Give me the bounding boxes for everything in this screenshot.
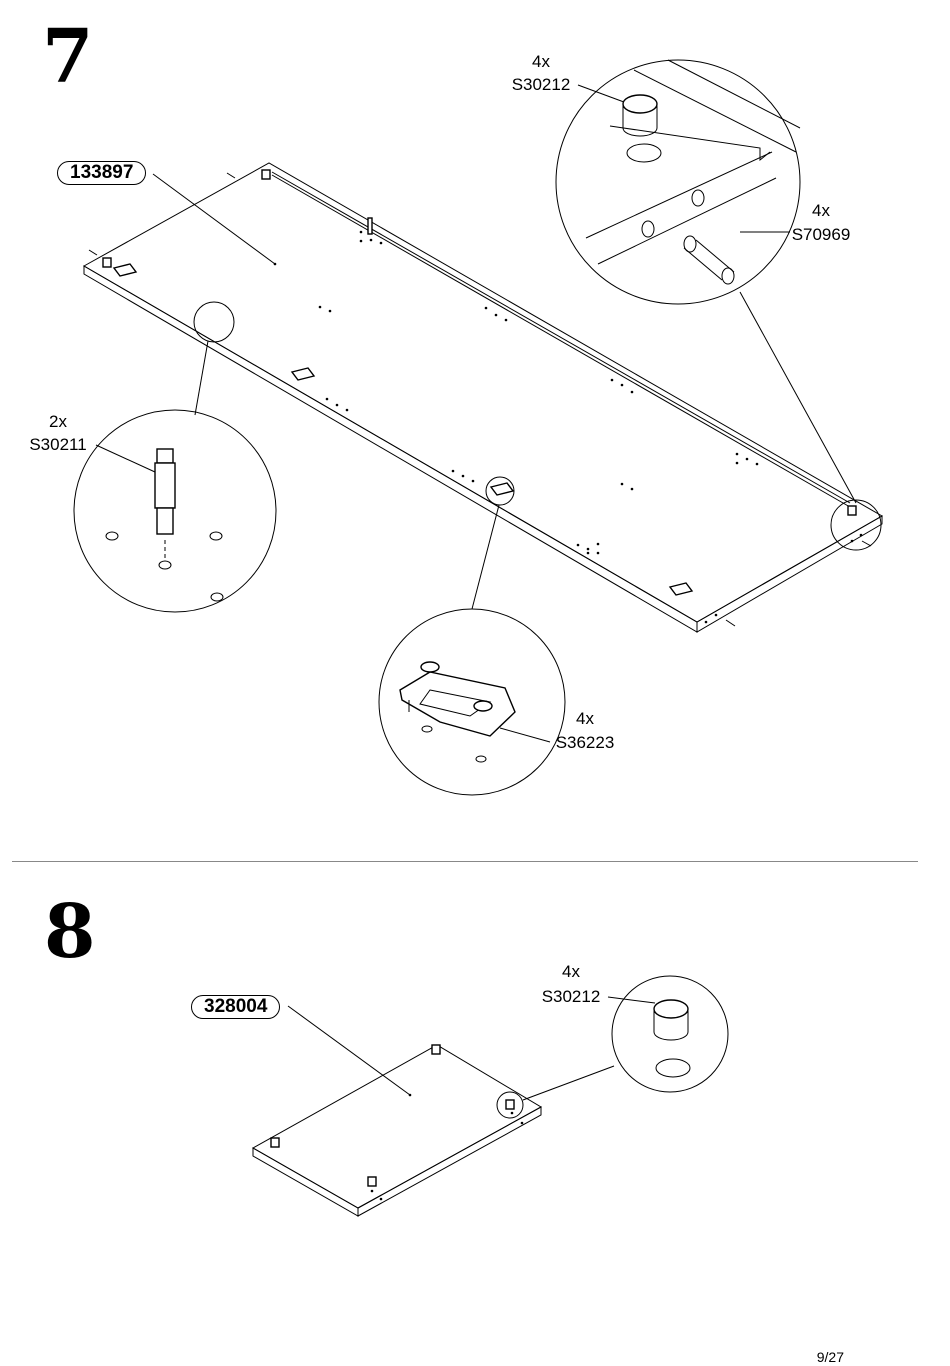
step-8-callout-1-code: S30212 <box>541 987 601 1006</box>
step-7-callout-3-code: S30211 <box>29 435 87 454</box>
detail-cam-bolt <box>73 340 277 613</box>
step-7-callout-4-qty: 4x <box>576 709 594 728</box>
step-8-callout-1-qty: 4x <box>562 962 580 981</box>
step-divider <box>12 861 918 862</box>
panel-328004-drawing <box>251 1005 615 1217</box>
step-7-callout-1-code: S30212 <box>511 75 571 94</box>
step-7-panel-code: 133897 <box>57 161 147 185</box>
step-7-callout-2-qty: 4x <box>812 201 830 220</box>
step-7-number: 7 <box>42 14 94 100</box>
step-7-callout-2-code: S70969 <box>791 225 851 244</box>
panel-133897-drawing <box>82 162 884 633</box>
detail-hinge-plate <box>378 504 566 796</box>
detail-cam-lock-dowel <box>555 59 857 504</box>
step-8-number: 8 <box>44 889 96 975</box>
step-8-panel-code: 328004 <box>191 995 281 1019</box>
step-7-callout-4-code: S36223 <box>555 733 615 752</box>
step-7-callout-1-qty: 4x <box>532 52 550 71</box>
step-7-callout-3-qty: 2x <box>49 412 67 431</box>
page-number: 9/27 <box>816 1349 844 1365</box>
detail-cam-lock-step-8 <box>607 975 729 1093</box>
